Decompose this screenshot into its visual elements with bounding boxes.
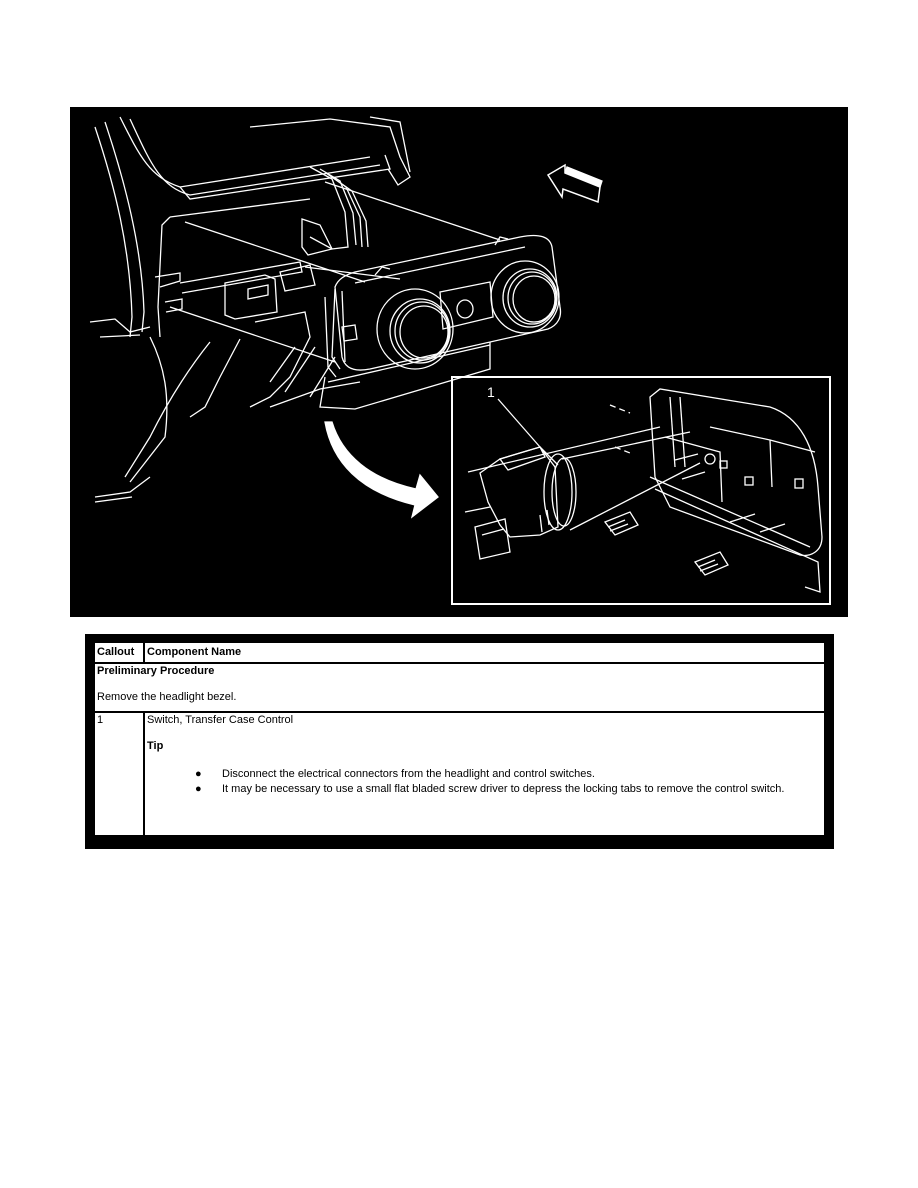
tip-text: It may be necessary to use a small flat …: [222, 783, 785, 795]
component-name: Switch, Transfer Case Control: [147, 714, 294, 726]
component-table: Callout Component Name Preliminary Proce…: [93, 641, 826, 837]
inset-frame: [451, 376, 831, 605]
preliminary-procedure-title: Preliminary Procedure: [97, 665, 215, 677]
tip-item: ● It may be necessary to use a small fla…: [195, 782, 822, 797]
tip-item: ● Disconnect the electrical connectors f…: [195, 767, 822, 782]
bullet-icon: ●: [195, 768, 202, 780]
table-header-row: Callout Component Name: [93, 641, 826, 664]
component-table-frame: Callout Component Name Preliminary Proce…: [85, 634, 834, 849]
tip-list: ● Disconnect the electrical connectors f…: [147, 767, 822, 797]
preliminary-procedure-row: Preliminary Procedure Remove the headlig…: [93, 662, 826, 713]
line-art-drawing: [89, 116, 831, 605]
bullet-icon: ●: [195, 783, 202, 795]
table-row: 1 Switch, Transfer Case Control Tip ● Di…: [93, 711, 826, 837]
component-detail-cell: Switch, Transfer Case Control Tip ● Disc…: [143, 711, 826, 837]
component-name-column-header: Component Name: [143, 641, 826, 664]
tip-label: Tip: [147, 740, 164, 752]
exploded-view-illustration: 1: [70, 107, 848, 617]
tip-text: Disconnect the electrical connectors fro…: [222, 768, 595, 780]
curved-detail-arrow-icon: [324, 421, 439, 519]
callout-number-cell: 1: [93, 711, 145, 837]
preliminary-procedure-cell: Preliminary Procedure Remove the headlig…: [93, 662, 826, 713]
preliminary-procedure-text: Remove the headlight bezel.: [97, 691, 237, 703]
callout-column-header: Callout: [93, 641, 145, 664]
direction-arrow-icon: [546, 163, 601, 204]
callout-number-1: 1: [487, 384, 495, 400]
